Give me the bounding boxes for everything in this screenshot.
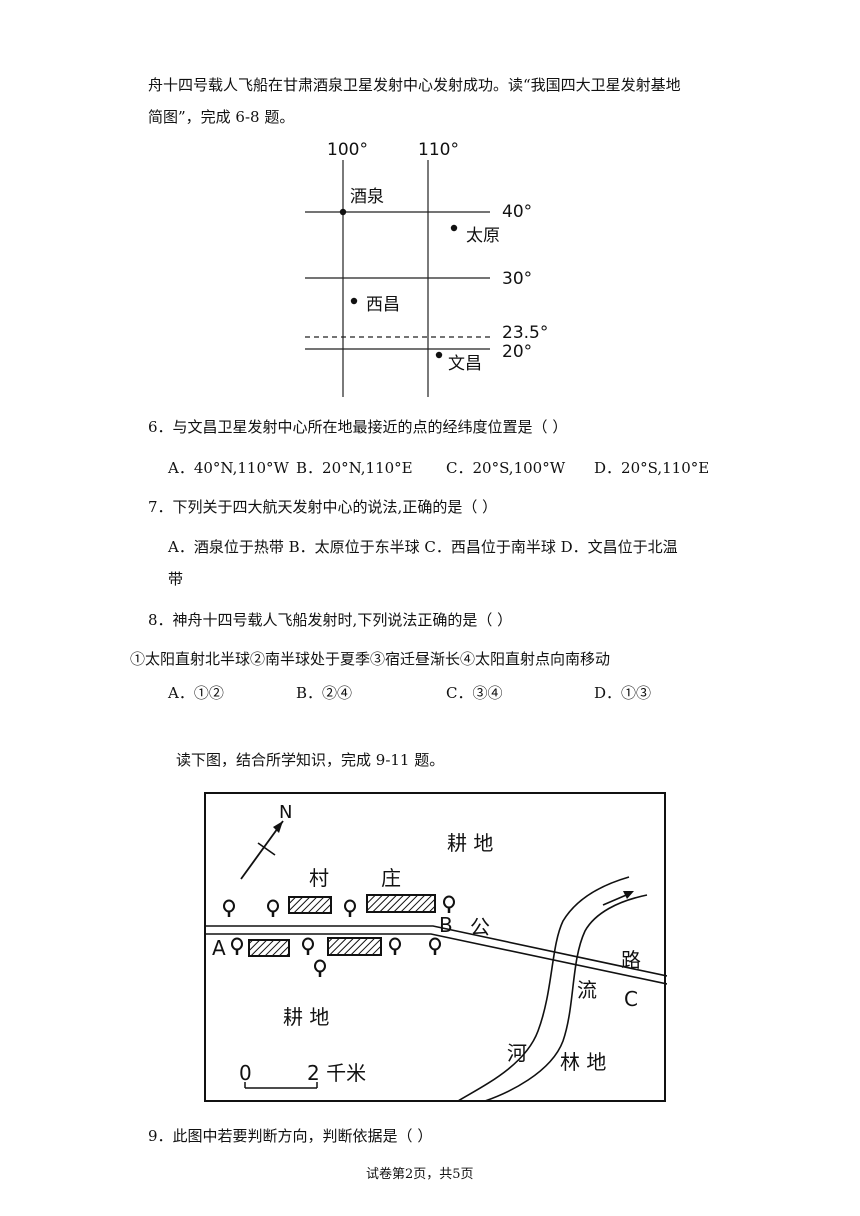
q8-statements: ①太阳直射北半球②南半球处于夏季③宿迁昼渐长④太阳直射点向南移动 <box>130 650 611 668</box>
q8-option-b: B．②④ <box>296 684 353 702</box>
tree-icon <box>231 937 243 955</box>
q6-option-b: B．20°N,110°E <box>296 459 413 477</box>
north-arrow-tick <box>257 842 276 856</box>
tree-icon <box>443 895 455 913</box>
farmland-top-label: 耕 地 <box>447 831 493 855</box>
q7-stem: 7．下列关于四大航天发射中心的说法,正确的是（ ） <box>148 498 498 516</box>
lat-label-20: 20° <box>502 342 532 362</box>
q6-option-d: D．20°S,110°E <box>594 459 710 477</box>
q7-options-continued: 带 <box>168 570 184 588</box>
page-footer: 试卷第2页，共5页 <box>366 1167 474 1182</box>
point-a-label: A <box>212 936 226 960</box>
river-bank-left <box>457 876 630 1102</box>
lat-label-40: 40° <box>502 202 532 222</box>
north-arrow <box>240 820 284 880</box>
wenchang-dot <box>435 351 443 359</box>
road-edge-top <box>205 925 667 977</box>
q7-options: A．酒泉位于热带 B．太原位于东半球 C．西昌位于南半球 D．文昌位于北温 <box>168 538 678 556</box>
lat-label-30: 30° <box>502 269 532 289</box>
tree-icon <box>429 937 441 955</box>
scale-value-label: 2 千米 <box>307 1061 366 1085</box>
road-label-2: 路 <box>621 948 641 972</box>
tree-icon <box>223 899 235 917</box>
village-block <box>366 894 436 913</box>
q6-option-a: A．40°N,110°W <box>168 459 289 477</box>
intro-line-1: 舟十四号载人飞船在甘肃酒泉卫星发射中心发射成功。读“我国四大卫星发射基地 <box>148 76 681 94</box>
taiyuan-dot <box>450 224 458 232</box>
wenchang-label: 文昌 <box>448 354 482 374</box>
section2-intro: 读下图，结合所学知识，完成 9-11 题。 <box>176 751 445 769</box>
lon-label-100: 100° <box>327 140 368 160</box>
intro-line-2: 简图”，完成 6-8 题。 <box>148 108 295 126</box>
river-flow-arrow-head <box>623 891 634 899</box>
taiyuan-label: 太原 <box>466 226 500 246</box>
tree-icon <box>314 959 326 977</box>
road-label-1: 公 <box>470 915 490 939</box>
village-label-2: 庄 <box>381 866 401 890</box>
q8-stem: 8．神舟十四号载人飞船发射时,下列说法正确的是（ ） <box>148 611 513 629</box>
village-label-1: 村 <box>309 866 329 890</box>
q8-option-d: D．①③ <box>594 684 652 702</box>
north-arrow-head <box>273 821 283 833</box>
q6-option-c: C．20°S,100°W <box>446 459 566 477</box>
xichang-dot <box>350 297 358 305</box>
lat-label-23-5: 23.5° <box>502 323 548 343</box>
road-edge-bottom <box>205 933 667 985</box>
xichang-label: 西昌 <box>366 295 400 315</box>
point-b-label: B <box>439 913 453 937</box>
village-block <box>327 937 382 956</box>
launch-base-map: 100° 110° 40° 30° 23.5° 20° 酒泉 太原 西昌 文昌 <box>305 140 548 397</box>
village-map: N 耕 地 村 庄 A B 公 路 流 C 耕 地 河 林 地 0 2 千米 <box>204 792 667 1102</box>
village-block <box>288 896 332 914</box>
scale-zero-label: 0 <box>239 1061 252 1085</box>
point-c-label: C <box>624 987 638 1011</box>
tree-icon <box>344 899 356 917</box>
forest-label: 林 地 <box>560 1050 606 1074</box>
jiuquan-dot <box>339 208 347 216</box>
river-label-1: 流 <box>577 978 597 1002</box>
tree-icon <box>302 937 314 955</box>
river-bank-right <box>484 894 648 1102</box>
tree-icon <box>389 937 401 955</box>
river-label-2: 河 <box>507 1041 527 1065</box>
q8-option-a: A．①② <box>168 684 224 702</box>
village-block <box>248 939 290 957</box>
tree-icon <box>267 899 279 917</box>
lon-label-110: 110° <box>418 140 459 160</box>
q6-stem: 6．与文昌卫星发射中心所在地最接近的点的经纬度位置是（ ） <box>148 418 568 436</box>
jiuquan-label: 酒泉 <box>350 187 384 207</box>
q8-option-c: C．③④ <box>446 684 503 702</box>
north-label: N <box>279 802 292 823</box>
q9-stem: 9．此图中若要判断方向，判断依据是（ ） <box>148 1127 433 1145</box>
farmland-bottom-label: 耕 地 <box>283 1005 329 1029</box>
